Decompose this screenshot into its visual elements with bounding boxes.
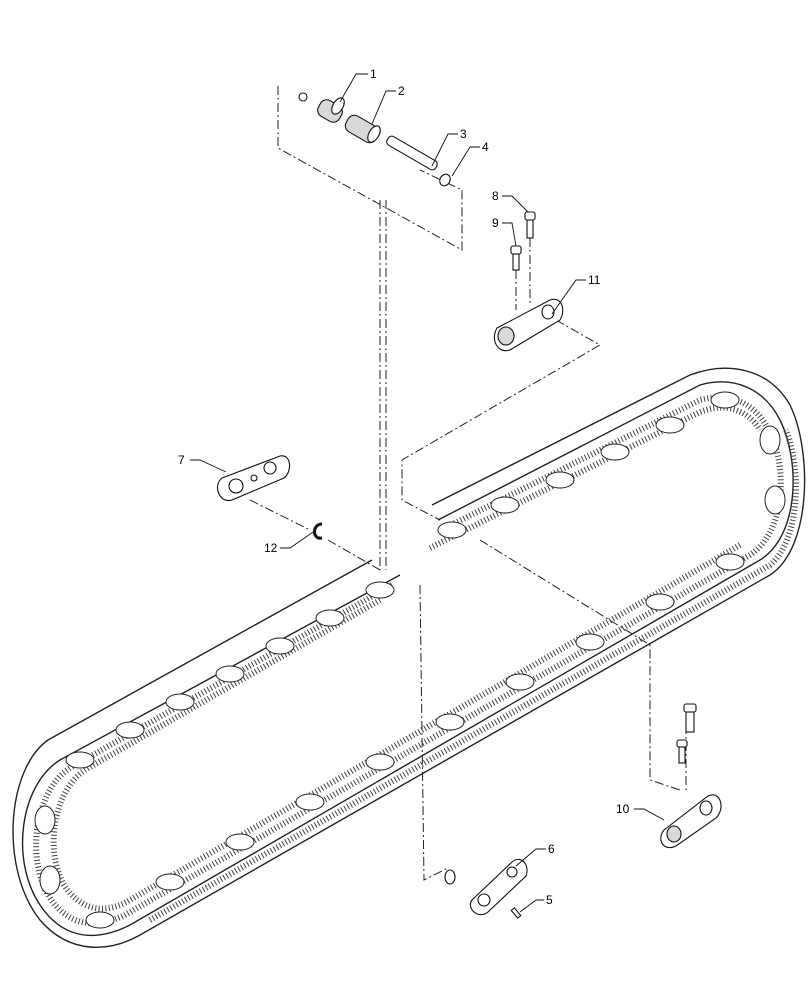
bushing-part-1[interactable]: [298, 92, 347, 125]
callout-7: 7: [178, 453, 185, 467]
track-chain-assembly: [12, 367, 806, 948]
pin-part-3[interactable]: [385, 135, 438, 172]
callout-8: 8: [492, 189, 499, 203]
callout-1: 1: [370, 67, 377, 81]
bushing-part-2[interactable]: [343, 113, 383, 146]
callout-labels: 1 2 3 4 8 9 11 7 12 6 5 10: [178, 67, 630, 907]
callout-2: 2: [398, 84, 405, 98]
link-plate-part-7[interactable]: [217, 455, 291, 502]
chain-link-pattern: [34, 391, 786, 929]
bolt-part-5[interactable]: [510, 907, 522, 919]
callout-6: 6: [548, 842, 555, 856]
assembly-guide-lines: [249, 86, 687, 881]
bolt-part-8[interactable]: [524, 211, 536, 239]
bolt-part-9[interactable]: [510, 245, 522, 271]
callout-9: 9: [492, 216, 499, 230]
link-plate-part-6[interactable]: [444, 858, 528, 916]
master-link-part-10[interactable]: [660, 703, 722, 848]
snap-ring-part-12[interactable]: [313, 522, 323, 540]
callout-4: 4: [482, 140, 489, 154]
master-link-part-11[interactable]: [493, 298, 564, 352]
ring-part-4[interactable]: [438, 172, 453, 187]
callout-leaders: [190, 73, 665, 913]
callout-12: 12: [264, 541, 278, 555]
callout-11: 11: [588, 273, 601, 287]
callout-3: 3: [460, 127, 467, 141]
callout-5: 5: [546, 893, 553, 907]
callout-10: 10: [616, 802, 630, 816]
